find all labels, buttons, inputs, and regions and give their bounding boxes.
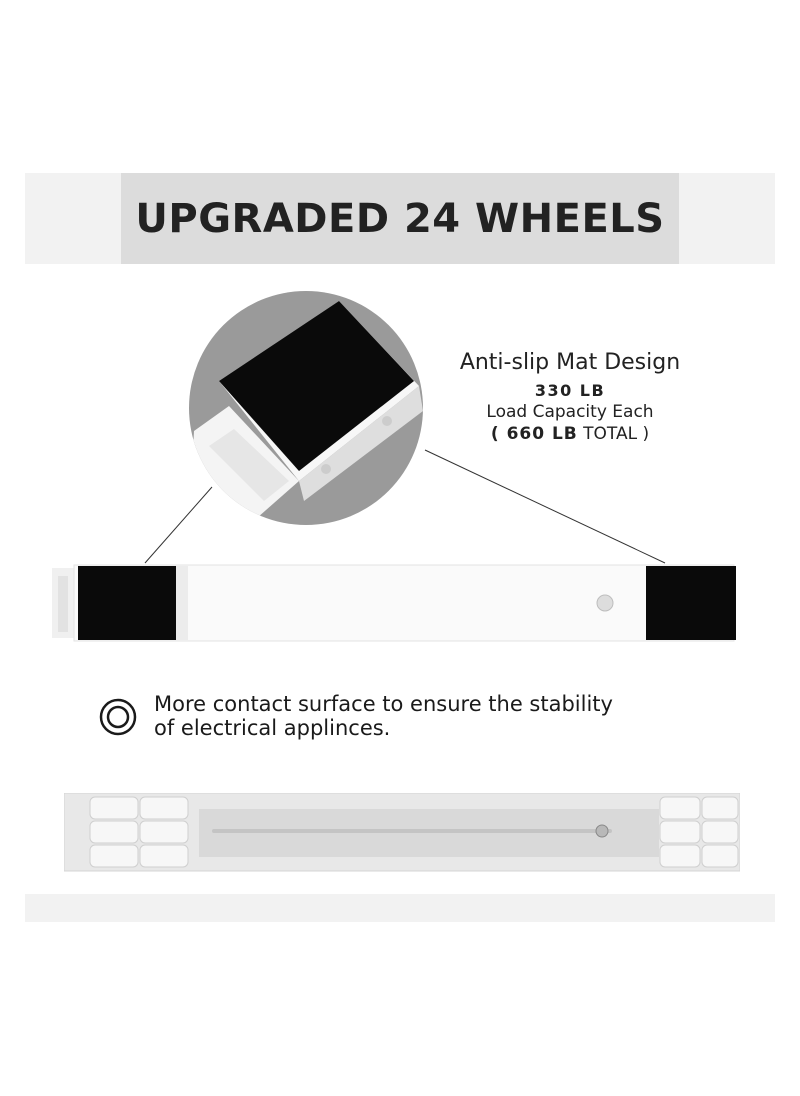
feature-text-line2: of electrical applinces. [154, 716, 391, 740]
feature-text-line1: More contact surface to ensure the stabi… [154, 692, 613, 716]
roller-bar-bottom-view [64, 793, 740, 872]
zoom-detail-circle [189, 291, 423, 525]
page-title: UPGRADED 24 WHEELS [135, 195, 665, 242]
feature-row: More contact surface to ensure the stabi… [99, 692, 719, 752]
total-open: ( [490, 424, 507, 444]
total-value: 660 LB [506, 424, 578, 444]
total-word: TOTAL ) [577, 424, 650, 444]
capacity-label: Load Capacity Each [486, 402, 654, 422]
bottom-band [25, 894, 775, 922]
roller-bar-top-view [52, 564, 736, 642]
callout-text: Anti-slip Mat Design 330 LB Load Capacit… [430, 350, 710, 444]
title-box: UPGRADED 24 WHEELS [121, 173, 679, 264]
feature-text: More contact surface to ensure the stabi… [154, 692, 714, 740]
callout-heading: Anti-slip Mat Design [459, 350, 681, 375]
total-capacity: ( 660 LB TOTAL ) [430, 424, 710, 444]
mat-closeup-illustration [189, 301, 423, 525]
concentric-circles-icon [99, 698, 137, 736]
capacity-value: 330 LB [534, 381, 606, 400]
